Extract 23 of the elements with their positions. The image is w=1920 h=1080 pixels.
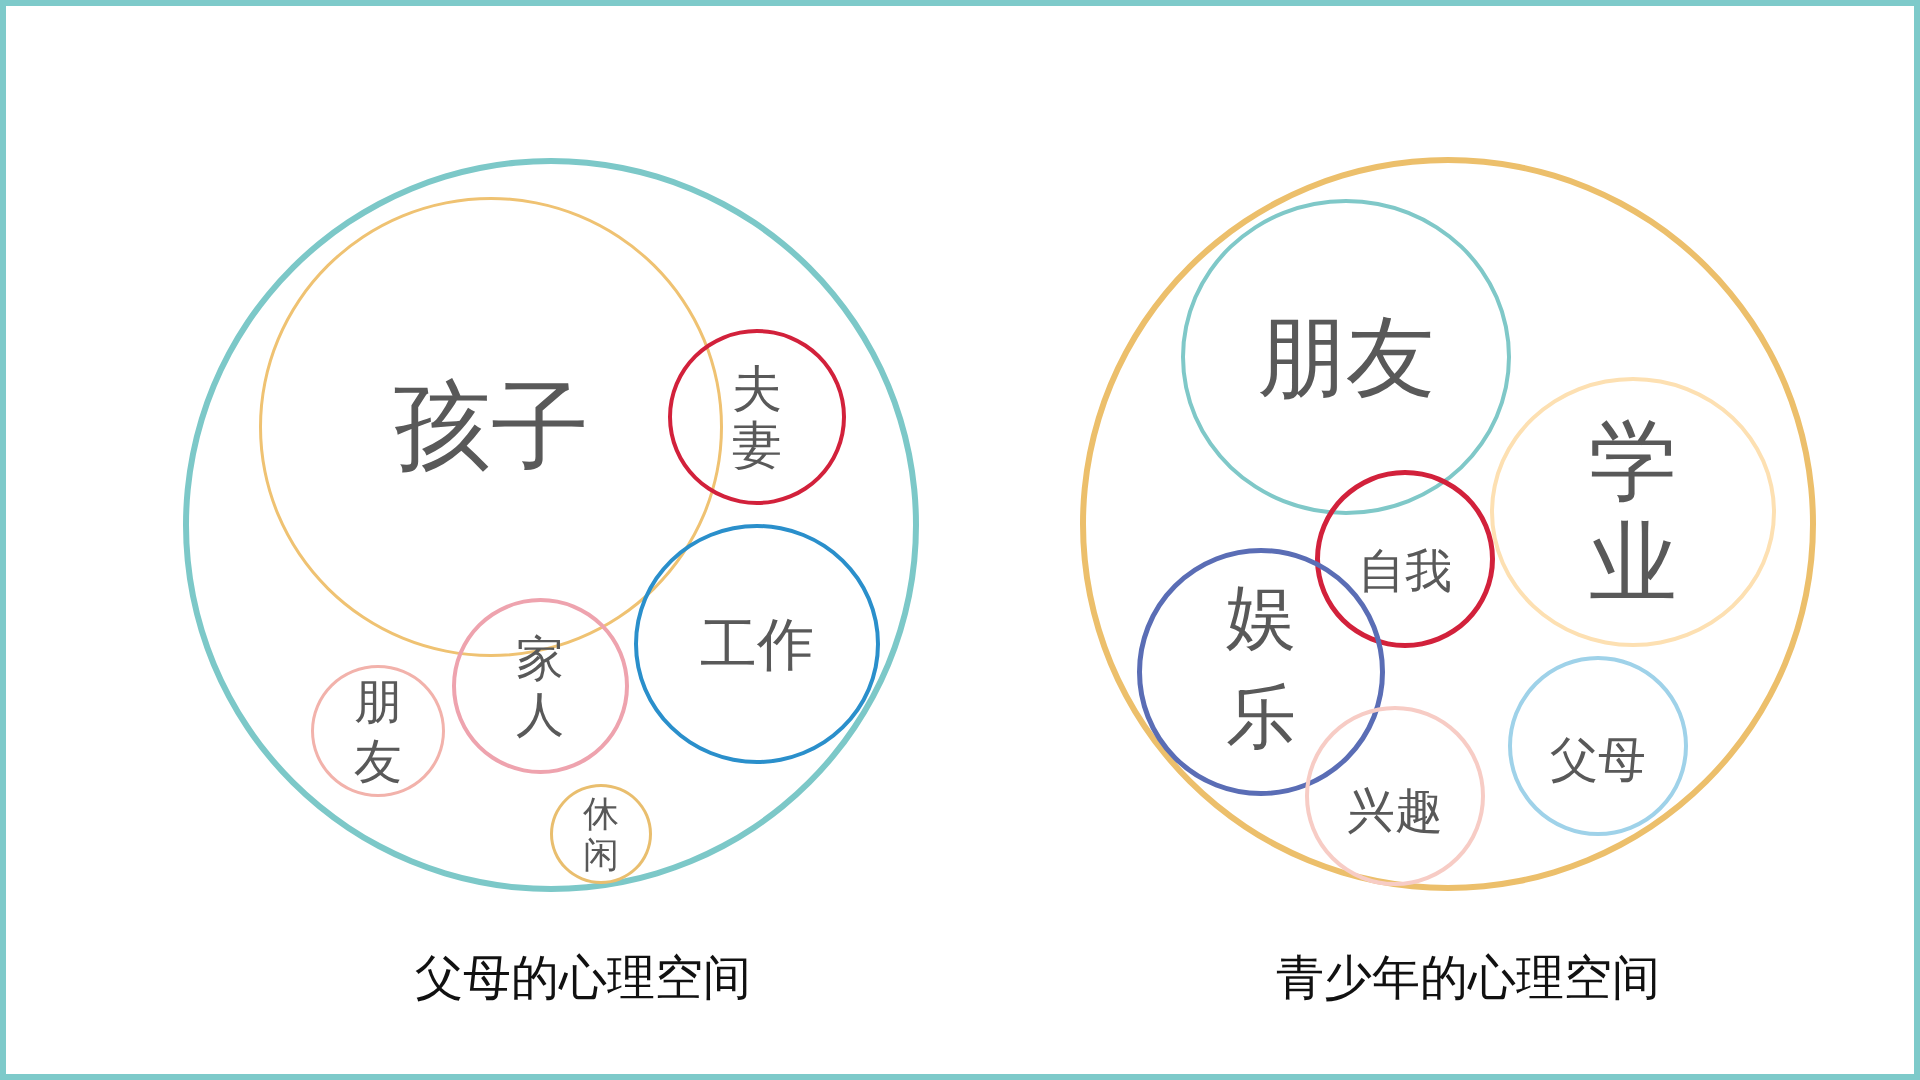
topic-circle <box>311 665 445 797</box>
topic-circle <box>1181 199 1511 515</box>
topic-circle <box>1305 706 1485 886</box>
topic-label: 朋友 <box>1257 303 1435 411</box>
topic-label: 自我 <box>1358 542 1452 600</box>
circle-title: 父母的心理空间 <box>415 949 751 1007</box>
topic-label: 孩子 <box>393 368 589 486</box>
topic-circle <box>634 524 880 764</box>
topic-circle <box>668 329 846 505</box>
topic-circle <box>1508 656 1688 836</box>
circle-title: 青少年的心理空间 <box>1276 949 1660 1007</box>
topic-circle <box>550 784 652 884</box>
topic-label: 学业 <box>1588 409 1678 615</box>
topic-label: 朋友 <box>353 672 403 791</box>
topic-circle <box>1315 470 1495 648</box>
topic-circle <box>1490 377 1776 647</box>
topic-circle <box>451 598 629 774</box>
topic-label: 工作 <box>700 609 814 679</box>
topic-label: 娱乐 <box>1225 574 1297 760</box>
topic-label: 夫妻 <box>731 361 783 473</box>
topic-label: 休闲 <box>582 792 620 876</box>
topic-label: 兴趣 <box>1347 782 1443 840</box>
topic-label: 父母 <box>1550 731 1646 789</box>
